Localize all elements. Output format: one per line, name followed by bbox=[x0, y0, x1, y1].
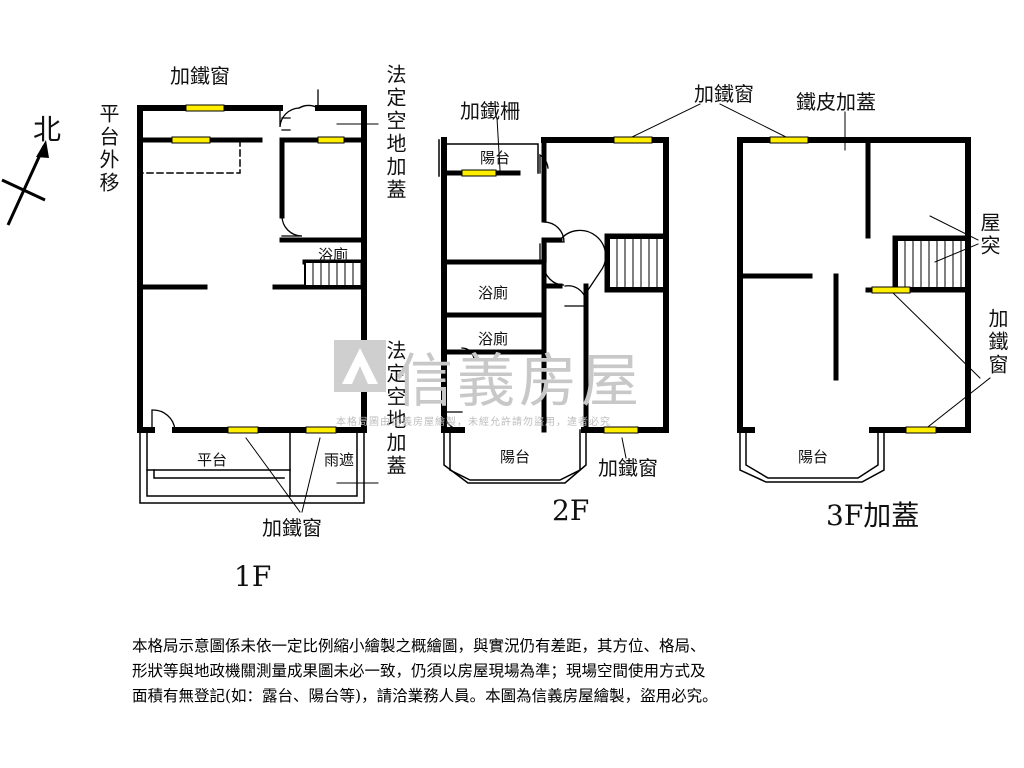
f2-bath-2-label: 浴廁 bbox=[478, 330, 509, 348]
stairs-1f bbox=[304, 261, 363, 287]
f1-window-bottom-label: 加鐵窗 bbox=[262, 516, 322, 540]
f3-sheet-roof-label: 鐵皮加蓋 bbox=[796, 90, 876, 114]
watermark-logo-icon bbox=[334, 340, 386, 396]
disclaimer-line: 面積有無登記(如：露台、陽台等)，請洽業務人員。本圖為信義房屋繪製，盜用必究。 bbox=[132, 687, 718, 705]
f1-terrace-label: 平台 bbox=[197, 451, 228, 469]
terrace-outline bbox=[139, 429, 365, 504]
f2-bath-1-label: 浴廁 bbox=[478, 284, 509, 302]
disclaimer-text: 本格局示意圖係未依一定比例縮小繪製之概繪圖，與實況仍有差距，其方位、格局、 形狀… bbox=[132, 634, 872, 709]
f1-legal-open-top-label: 法定空地加蓋 bbox=[383, 64, 407, 202]
floor-2f-title: 2F bbox=[552, 494, 590, 527]
stairs-3f bbox=[896, 239, 967, 289]
stairs-2f bbox=[608, 237, 665, 289]
iron-window-markers-2f bbox=[461, 136, 653, 434]
disclaimer-line: 形狀等與地政機關測量成果圖未必一致，仍須以房屋現場為準；現場空間使用方式及 bbox=[132, 662, 706, 680]
disclaimer-line: 本格局示意圖係未依一定比例縮小繪製之概繪圖，與實況仍有差距，其方位、格局、 bbox=[132, 637, 706, 655]
f1-platform-move-label: 平台外移 bbox=[96, 103, 120, 195]
floor-1f-title: 1F bbox=[234, 560, 272, 593]
watermark-brand: 信義房屋 bbox=[395, 347, 644, 415]
pointer-lines bbox=[245, 123, 379, 513]
iron-window-markers-3f bbox=[769, 136, 937, 434]
f2-window-bottom-label: 加鐵窗 bbox=[598, 456, 658, 480]
floor-3f-title: 3F加蓋 bbox=[826, 499, 920, 532]
f2-balcony-top-label: 陽台 bbox=[480, 149, 511, 167]
f2-balcony-bottom-label: 陽台 bbox=[500, 448, 531, 466]
floor-1f-plan bbox=[137, 89, 379, 513]
f1-awning-label: 雨遮 bbox=[324, 451, 355, 469]
floor-3f-plan bbox=[719, 103, 991, 483]
floor-2f-plan bbox=[438, 103, 701, 484]
f1-window-top-label: 加鐵窗 bbox=[170, 64, 230, 88]
f1-bath-label: 浴廁 bbox=[318, 246, 349, 264]
balcony-outline bbox=[739, 429, 885, 483]
watermark-note: 本格局圖由信義房屋繪製，未經允許請勿盜用，違者必究 bbox=[336, 417, 611, 428]
door-arcs bbox=[151, 89, 319, 431]
f1-legal-open-bottom-label: 法定空地加蓋 bbox=[383, 340, 407, 478]
door-arcs bbox=[443, 153, 607, 431]
compass-north-label: 北 bbox=[33, 113, 62, 146]
pointer-lines bbox=[496, 103, 701, 459]
f2-iron-grille-label: 加鐵柵 bbox=[460, 99, 520, 123]
balcony-outline bbox=[438, 139, 587, 484]
f3-window-side-label: 加鐵窗 bbox=[985, 308, 1009, 377]
f3-roof-room-label: 屋突 bbox=[977, 212, 1001, 258]
iron-window-markers-1f bbox=[171, 104, 345, 434]
shared-window-top-label: 加鐵窗 bbox=[694, 82, 754, 106]
compass-arrow-icon bbox=[1, 140, 49, 226]
pointer-lines bbox=[719, 103, 991, 431]
outer-wall bbox=[441, 137, 669, 433]
platform-dashed bbox=[139, 139, 241, 174]
f3-balcony-label: 陽台 bbox=[798, 448, 829, 466]
interior-wall bbox=[441, 137, 669, 433]
